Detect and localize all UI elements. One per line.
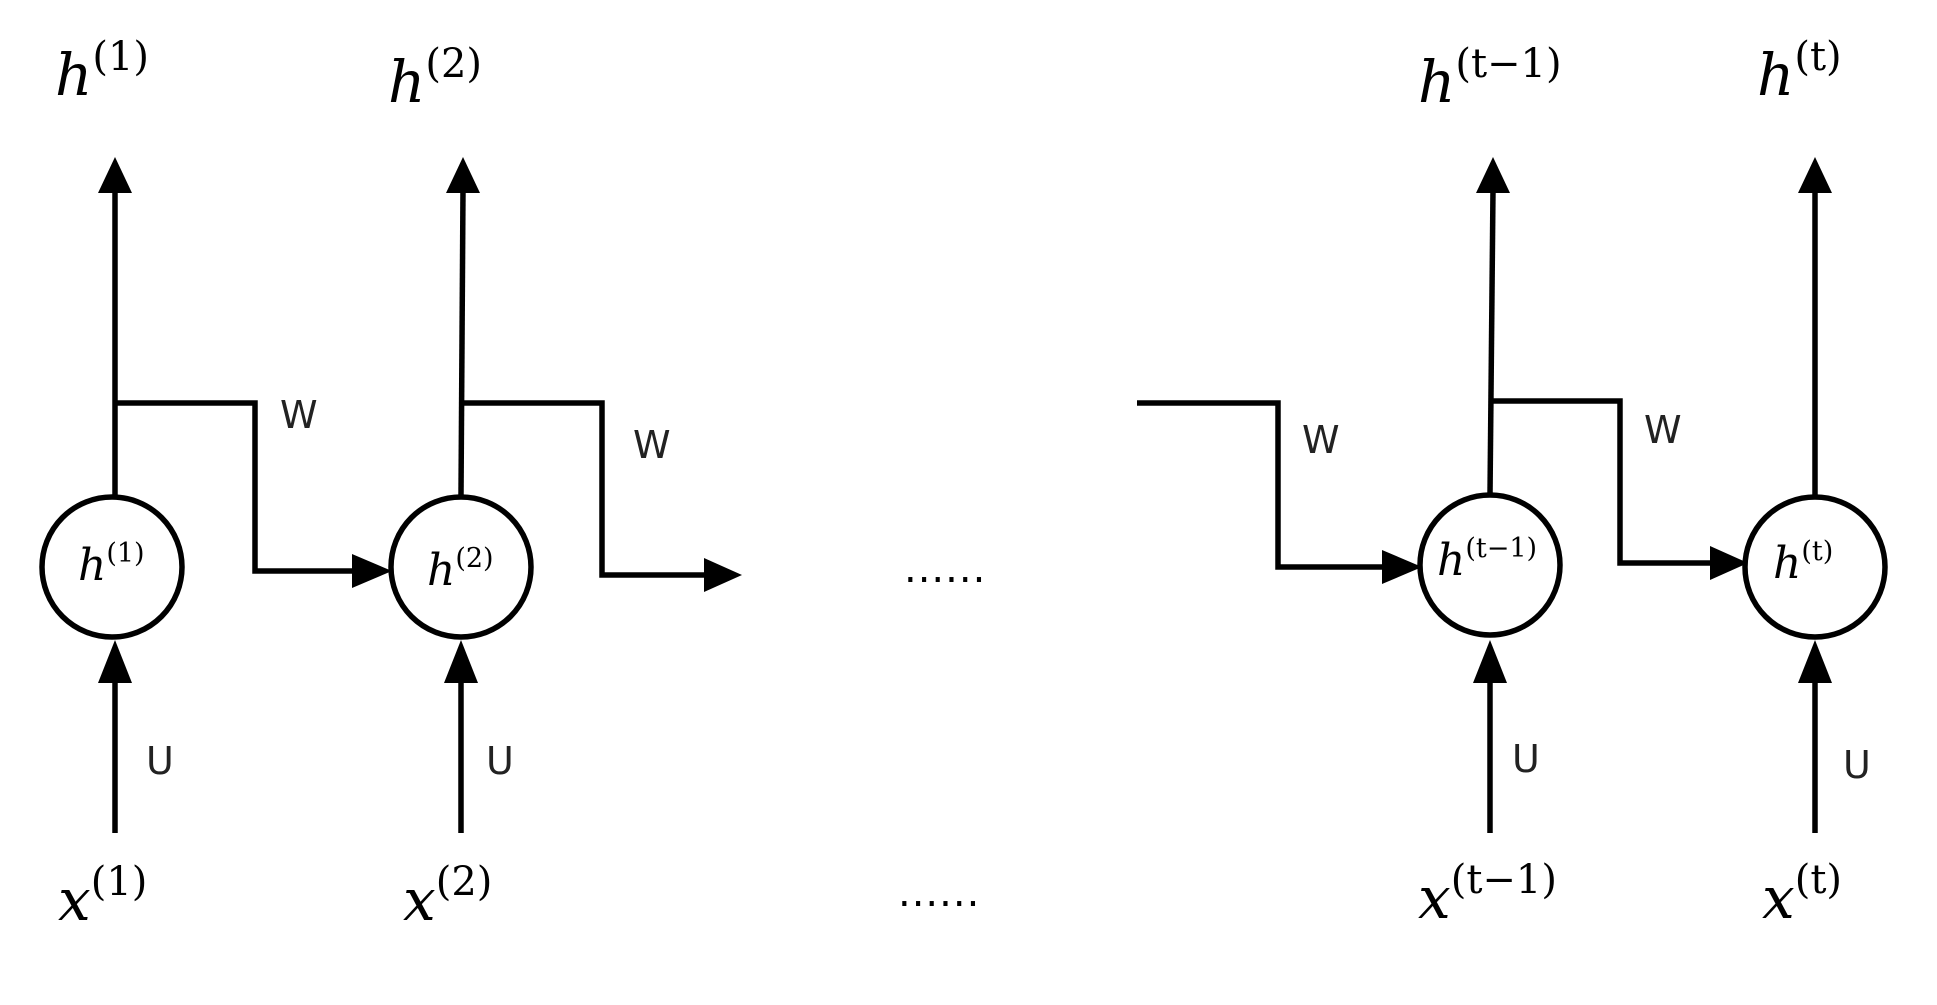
- arrowhead-recurrent-t-minus-1: [1710, 546, 1748, 580]
- input-label-1: x(1): [58, 859, 147, 934]
- input-label-t: x(t): [1762, 857, 1842, 932]
- node-label-1: h(1): [78, 538, 145, 591]
- output-label-1: h(1): [55, 34, 149, 109]
- output-label-2: h(2): [388, 41, 482, 116]
- weight-u-2: U: [486, 739, 514, 783]
- arrowhead-input-t: [1798, 640, 1832, 683]
- hidden-node-2: [388, 494, 534, 640]
- weight-u-t-minus-1: U: [1512, 737, 1540, 781]
- weight-w-incoming: W: [1302, 418, 1340, 462]
- arrowhead-input-t-minus-1: [1473, 640, 1507, 683]
- arrowhead-recurrent-2: [704, 558, 742, 592]
- output-line-t-minus-1: [1487, 189, 1496, 496]
- weight-u-1: U: [146, 739, 174, 783]
- weight-w-1: W: [280, 393, 318, 437]
- ellipsis-bottom: ......: [898, 870, 980, 916]
- output-label-t: h(t): [1757, 34, 1842, 109]
- node-label-t-minus-1: h(t−1): [1437, 533, 1537, 586]
- hidden-node-t-minus-1: [1417, 492, 1563, 638]
- recurrent-line-2-out: [462, 400, 707, 578]
- arrowhead-recurrent-1: [352, 554, 392, 588]
- input-label-t-minus-1: x(t−1): [1418, 857, 1557, 932]
- weight-w-t-minus-1: W: [1644, 408, 1682, 452]
- weight-u-t: U: [1843, 743, 1871, 787]
- arrowhead-output-t: [1798, 157, 1832, 193]
- arrowhead-output-1: [98, 157, 132, 193]
- hidden-node-1: [39, 494, 185, 640]
- recurrent-line-1-to-2: [115, 400, 355, 574]
- arrowhead-input-1: [98, 640, 132, 683]
- arrowhead-recurrent-in-t-minus-1: [1382, 550, 1422, 584]
- output-label-t-minus-1: h(t−1): [1418, 41, 1562, 116]
- node-label-2: h(2): [427, 543, 494, 596]
- hidden-node-t: [1742, 494, 1888, 640]
- recurrent-line-t-minus-1-to-t: [1492, 398, 1713, 566]
- input-label-2: x(2): [403, 859, 492, 934]
- weight-w-2: W: [633, 423, 671, 467]
- node-label-t: h(t): [1773, 536, 1833, 589]
- arrowhead-output-2: [446, 157, 480, 193]
- arrowhead-output-t-minus-1: [1476, 157, 1510, 193]
- recurrent-line-in-t-minus-1: [1137, 400, 1385, 570]
- arrowhead-input-2: [444, 640, 478, 683]
- ellipsis-middle: ......: [904, 546, 986, 592]
- output-line-2: [458, 189, 466, 496]
